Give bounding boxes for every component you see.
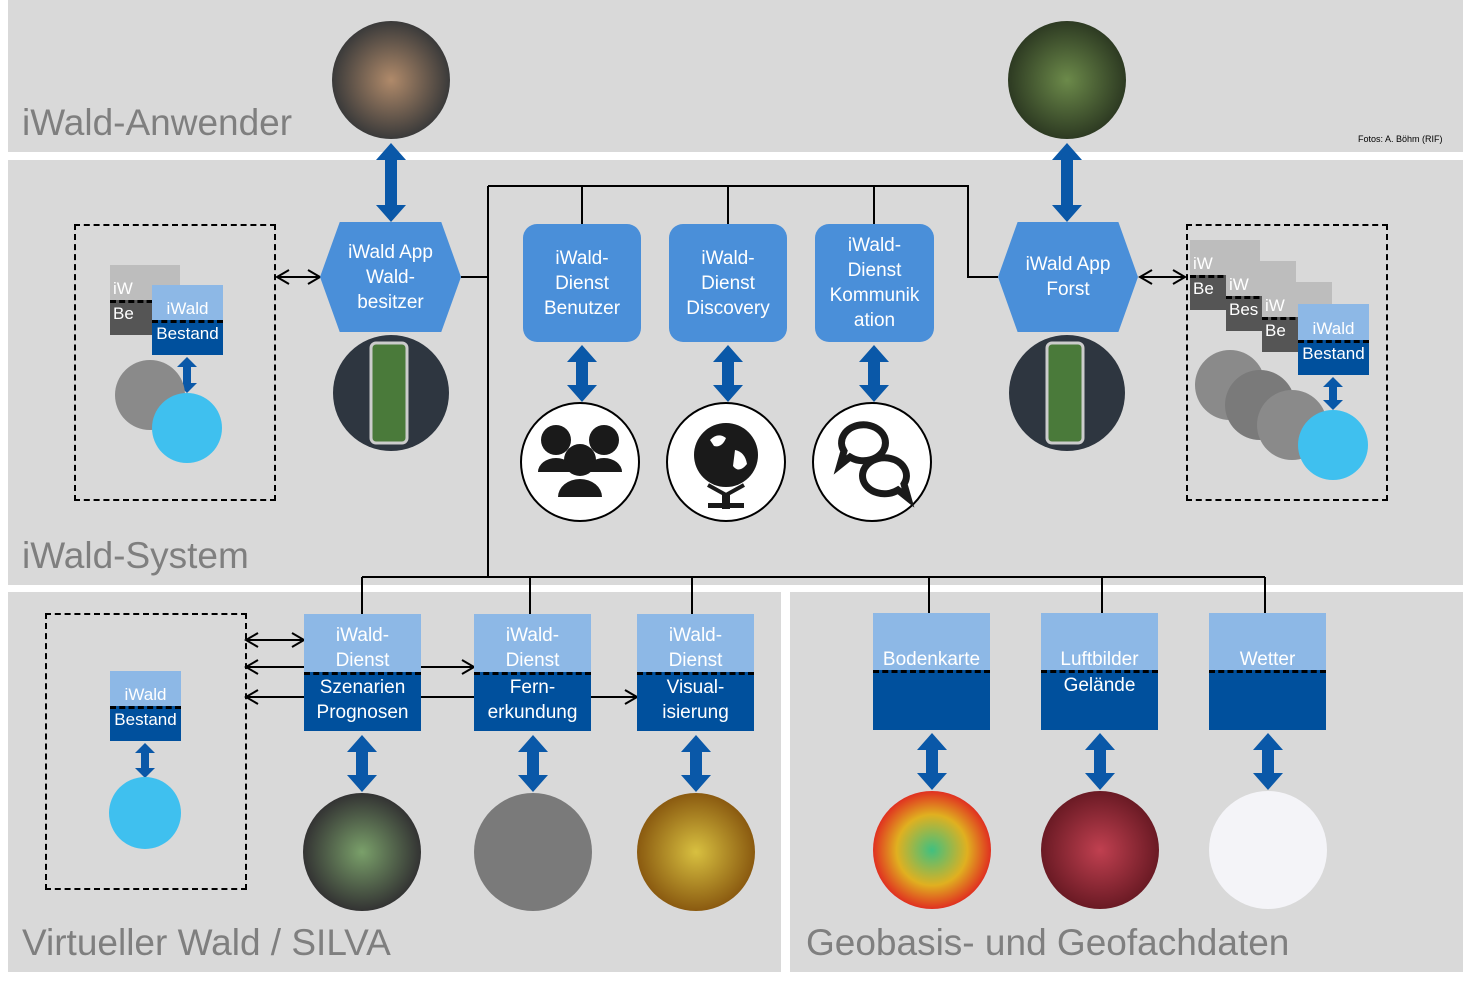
service-label: Dienst <box>555 272 609 294</box>
double-arrow <box>1253 733 1283 790</box>
soil-map-image <box>873 791 991 909</box>
aerial-image <box>1041 791 1159 909</box>
weather-map-image <box>1209 791 1327 909</box>
double-arrow <box>567 345 597 402</box>
stand-map <box>1298 410 1368 480</box>
service-label: iWald- <box>701 247 755 269</box>
arrowhead <box>1138 269 1153 285</box>
double-arrow <box>135 743 155 778</box>
double-arrow <box>376 143 406 222</box>
photo-credit: Fotos: A. Böhm (RIF) <box>1358 134 1443 144</box>
app-label: besitzer <box>357 291 424 313</box>
arrowhead <box>275 269 290 285</box>
app-label: iWald App <box>1025 254 1111 275</box>
section-title-system: iWald-System <box>22 535 249 576</box>
arrowhead <box>1172 269 1187 285</box>
service-label: Kommunik <box>829 285 920 306</box>
section-title-virtual: Virtueller Wald / SILVA <box>22 922 391 963</box>
service-label: iWald- <box>555 247 609 269</box>
stand-map <box>109 777 181 849</box>
service-label: Dienst <box>701 272 755 294</box>
chat-bubbles-icon <box>833 421 915 508</box>
double-arrow <box>347 735 377 792</box>
app-label: iWald App <box>348 241 433 263</box>
double-arrow <box>713 345 743 402</box>
geodata-bodenkarte[interactable]: Bodenkarte <box>873 613 990 730</box>
scenario-image <box>303 793 421 911</box>
user-photo-forest-owner <box>332 21 450 139</box>
geodata-luftbilder[interactable]: Luftbilder Gelände <box>1041 613 1158 730</box>
app-label: Forst <box>1046 279 1090 300</box>
service-label: ation <box>853 310 896 331</box>
double-arrow <box>1085 733 1115 790</box>
app-label: Wald- <box>366 266 415 288</box>
remote-sensing-image <box>474 793 592 911</box>
service-label: Discovery <box>686 297 770 319</box>
app-data-box-right <box>1186 224 1388 501</box>
user-photo-forester <box>1008 21 1126 139</box>
double-arrow <box>681 735 711 792</box>
service-label: Dienst <box>847 260 902 281</box>
visualization-image <box>637 793 755 911</box>
users-band <box>8 0 1463 152</box>
section-title-users: iWald-Anwender <box>22 102 293 143</box>
double-arrow <box>1323 377 1343 410</box>
users-icon <box>538 425 622 497</box>
service-visualisierung[interactable]: iWald-Dienst Visual-isierung <box>637 614 754 731</box>
double-arrow <box>518 735 548 792</box>
section-title-geo: Geobasis- und Geofachdaten <box>806 922 1290 963</box>
stand-map <box>152 393 222 463</box>
double-arrow <box>859 345 889 402</box>
app-data-box-left <box>74 224 276 501</box>
service-fernerkundung[interactable]: iWald-Dienst Fern-erkundung <box>474 614 591 731</box>
double-arrow <box>917 733 947 790</box>
service-label: iWald- <box>847 235 902 256</box>
globe-icon <box>694 423 758 509</box>
double-arrow <box>1052 143 1082 222</box>
service-label: Benutzer <box>543 297 621 319</box>
geodata-wetter[interactable]: Wetter <box>1209 613 1326 730</box>
virtual-data-box <box>45 613 247 890</box>
